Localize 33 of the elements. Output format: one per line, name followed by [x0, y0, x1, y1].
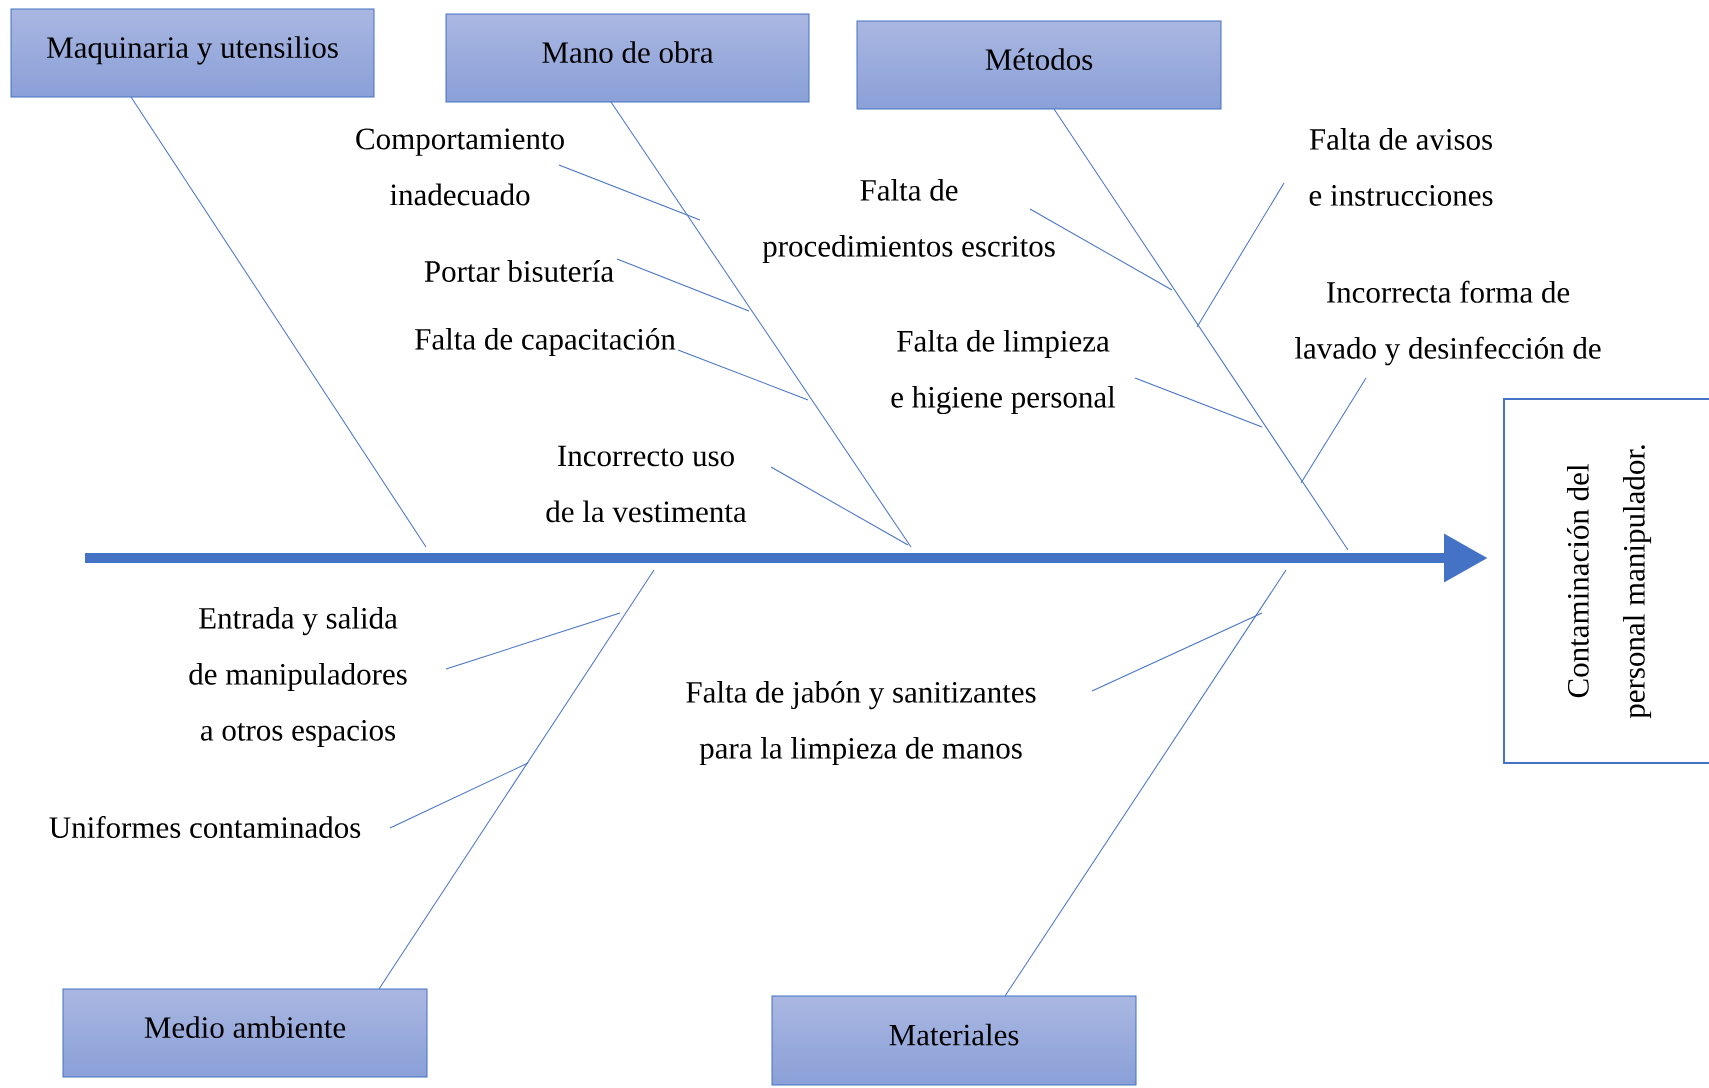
cause-text: Incorrecto uso de la vestimenta	[546, 445, 747, 523]
cause-text: Falta de procedimientos escritos	[762, 178, 1055, 264]
cause-text: Comportamiento inadecuado	[356, 128, 564, 206]
cause-text: Uniformes contaminados	[49, 815, 361, 839]
leader-line	[1300, 377, 1367, 484]
cause-text: Incorrecta forma de lavado y desinfección de	[1295, 280, 1601, 366]
cause-text: Portar bisutería	[424, 260, 614, 282]
bone-line	[378, 569, 655, 990]
cause-text: Falta de limpieza e higiene personal	[891, 329, 1116, 415]
leader-line	[389, 762, 529, 829]
effect-box: Contaminación del personal manipulador.	[1503, 398, 1709, 764]
category-box: Métodos	[856, 20, 1222, 110]
cause-text: Entrada y salida de manipuladores a otros espacios	[189, 606, 407, 748]
category-box: Materiales	[771, 995, 1137, 1086]
category-box: Mano de obra	[445, 13, 810, 103]
leader-line	[1029, 208, 1173, 291]
leader-line	[677, 349, 809, 401]
category-box: Medio ambiente	[62, 988, 428, 1078]
bone-line	[1053, 108, 1349, 551]
leader-line	[558, 164, 701, 221]
leader-line	[1134, 377, 1263, 428]
bone-line	[130, 96, 427, 548]
leader-line	[616, 258, 750, 312]
leader-line	[1196, 182, 1285, 328]
leader-line	[445, 612, 621, 670]
leader-line	[1091, 612, 1263, 692]
cause-text: Falta de avisos e instrucciones	[1309, 128, 1493, 206]
bone-line	[1004, 569, 1287, 997]
leader-line	[770, 466, 909, 546]
cause-text: Falta de jabón y sanitizantes para la limpieza de manos	[686, 680, 1036, 766]
category-box: Maquinaria y utensilios	[10, 8, 375, 98]
cause-text: Falta de capacitación	[415, 327, 676, 357]
bone-line	[610, 101, 912, 548]
